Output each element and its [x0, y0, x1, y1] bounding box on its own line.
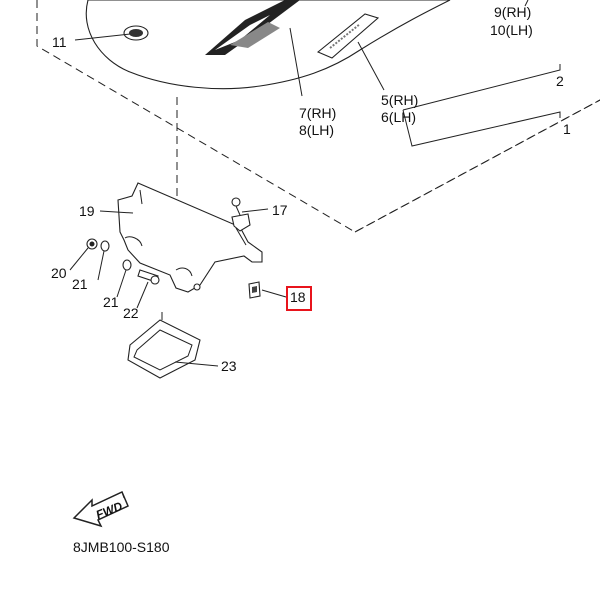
callout-11: 11 — [52, 34, 67, 50]
callout-21b: 21 — [103, 294, 119, 310]
callout-7: 7(RH) — [299, 105, 336, 121]
callout-6: 6(LH) — [381, 109, 416, 125]
callout-18: 18 — [290, 289, 306, 305]
diagram-code: 8JMB100-S180 — [73, 539, 170, 555]
leader-lines — [69, 0, 529, 367]
callout-17: 17 — [272, 202, 288, 218]
callout-8: 8(LH) — [299, 122, 334, 138]
washer-21b-icon — [122, 259, 132, 271]
clip-part — [231, 197, 251, 232]
highlight-box-18 — [286, 286, 312, 311]
callout-9: 9(RH) — [494, 4, 531, 20]
fwd-arrow-icon: FWD — [72, 490, 129, 528]
callout-10: 10(LH) — [490, 22, 533, 38]
callout-21a: 21 — [72, 276, 88, 292]
callout-22: 22 — [123, 305, 139, 321]
callout-labels: 9(RH) 10(LH) 11 2 5(RH) 6(LH) 7(RH) 8(LH… — [51, 4, 571, 374]
callout-20: 20 — [51, 265, 67, 281]
pad-part — [127, 319, 201, 379]
part-1-2-lines — [402, 64, 561, 147]
seat-cover-part — [85, 0, 451, 90]
washer-21a-icon — [100, 240, 110, 252]
callout-23: 23 — [221, 358, 237, 374]
screws-washers — [86, 238, 160, 285]
callout-2: 2 — [556, 73, 564, 89]
bracket-part — [117, 182, 263, 293]
callout-1: 1 — [563, 121, 571, 137]
callout-19: 19 — [79, 203, 95, 219]
callout-5: 5(RH) — [381, 92, 418, 108]
fastener-part — [248, 281, 261, 299]
